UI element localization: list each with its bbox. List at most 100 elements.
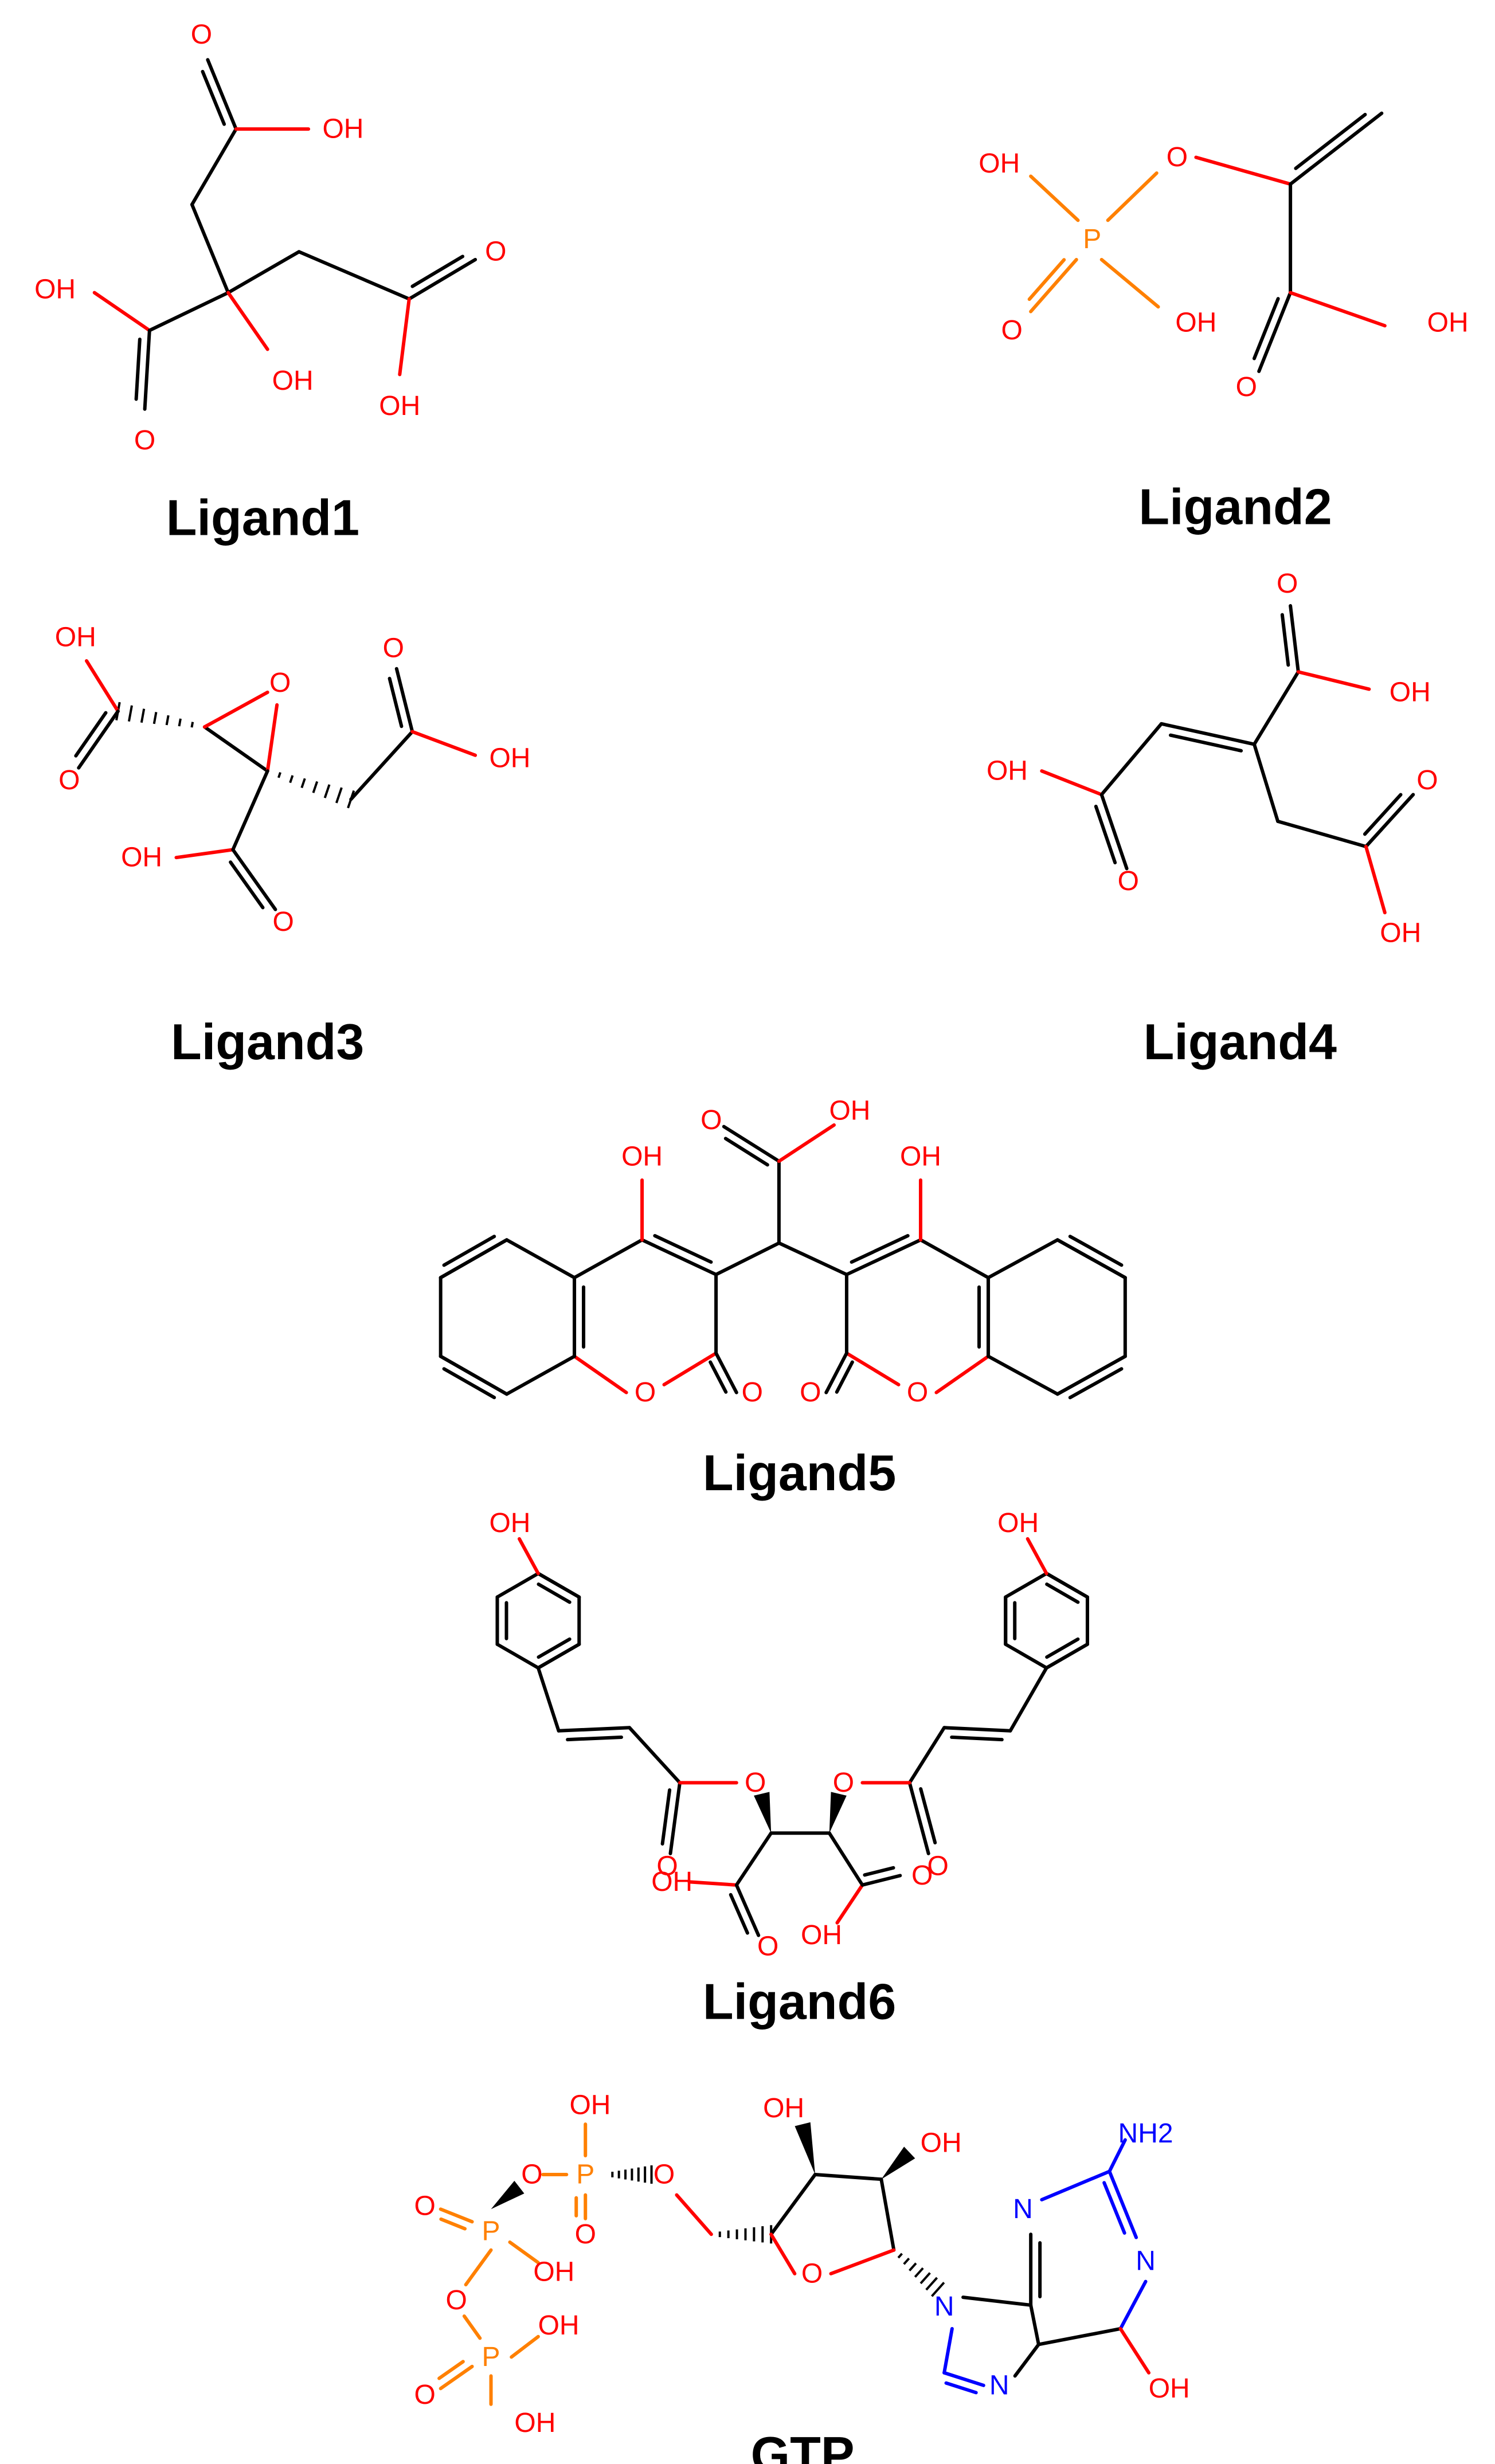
- bond-line: [769, 2232, 797, 2275]
- bond-line: [1118, 2279, 1148, 2330]
- wedge-bond: [881, 2146, 915, 2180]
- bond-line: [206, 58, 238, 131]
- bond-line: [536, 1572, 581, 1599]
- bond-line: [1040, 2169, 1112, 2201]
- atom-label-phosphorus: P: [576, 2159, 594, 2189]
- bond-line: [536, 1642, 581, 1670]
- bond-line: [517, 1537, 540, 1576]
- atom-label-phosphorus: P: [1083, 224, 1101, 254]
- atom-label-hydroxyl: OH: [489, 1508, 530, 1538]
- atom-label-oxygen: O: [745, 1768, 766, 1798]
- atom-label-hydroxyl: OH: [514, 2408, 555, 2438]
- bond-line: [1289, 111, 1384, 186]
- bond-line: [508, 2240, 540, 2265]
- double-bond-line: [442, 1235, 496, 1267]
- wedge-bond: [491, 2180, 525, 2210]
- hash-bond: [190, 722, 194, 728]
- double-bond-line: [537, 1637, 572, 1659]
- bond-line: [464, 2248, 493, 2287]
- hash-bond: [335, 787, 343, 804]
- atom-label-hydroxyl: OH: [379, 391, 420, 421]
- bond-line: [92, 291, 151, 332]
- bond-line: [231, 848, 277, 911]
- double-bond-line: [709, 1360, 728, 1394]
- bond-line: [1008, 1666, 1048, 1733]
- bond-line: [190, 127, 238, 206]
- atom-label-oxygen: O: [700, 1105, 722, 1135]
- hash-bond: [897, 2253, 903, 2259]
- bond-line: [640, 1238, 718, 1276]
- atom-label-oxygen: O: [653, 2159, 675, 2189]
- double-bond-line: [1168, 733, 1243, 753]
- hash-bond: [300, 778, 306, 789]
- bond-line: [1055, 1238, 1127, 1280]
- bond-line: [573, 1354, 628, 1394]
- bond-line: [190, 202, 230, 295]
- bond-line: [557, 1726, 632, 1733]
- hash-bond: [165, 715, 170, 726]
- double-bond-line: [1068, 1367, 1124, 1400]
- atom-label-oxygen: O: [927, 1851, 949, 1881]
- bond-line: [987, 1354, 1059, 1396]
- hash-bond: [152, 712, 158, 724]
- atom-label-hydroxyl: OH: [829, 1096, 870, 1126]
- structure-title: Ligand1: [166, 489, 359, 546]
- bond-line: [439, 2364, 474, 2391]
- double-bond-line: [1102, 2181, 1126, 2235]
- bond-line: [1106, 171, 1159, 222]
- bond-line: [1026, 1537, 1048, 1576]
- atom-label-oxygen: O: [414, 2380, 436, 2410]
- bond-line: [349, 730, 414, 801]
- atom-label-oxygen: O: [757, 1931, 778, 1961]
- bond-line: [907, 1781, 930, 1855]
- double-bond-line: [437, 2360, 465, 2380]
- hash-bond: [277, 771, 281, 778]
- bond-line: [813, 2172, 883, 2181]
- bond-line: [934, 1354, 991, 1394]
- hash-bond: [914, 2267, 924, 2278]
- wedge-bond: [754, 1792, 772, 1834]
- bond-line: [907, 1726, 946, 1785]
- bond-line: [1036, 2326, 1122, 2347]
- bond-line: [439, 1238, 508, 1280]
- hash-bond: [323, 784, 331, 798]
- bond-line: [462, 2314, 482, 2340]
- structure-title: Ligand3: [171, 1013, 364, 1070]
- double-bond-line: [229, 860, 265, 910]
- bond-line: [987, 1238, 1059, 1280]
- atom-label-oxygen: O: [635, 1377, 656, 1408]
- bond-line: [1029, 257, 1078, 314]
- double-bond-line: [723, 1137, 769, 1167]
- double-bond-line: [1045, 1637, 1080, 1659]
- bond-line: [961, 2295, 1033, 2307]
- bond-line: [202, 725, 269, 773]
- atom-label-oxygen: O: [907, 1377, 928, 1408]
- hash-bond: [919, 2272, 931, 2285]
- double-bond-line: [442, 1367, 496, 1400]
- atom-label-hydroxyl: OH: [1175, 307, 1216, 338]
- atom-label-oxygen: O: [742, 1377, 763, 1408]
- double-bond-line: [1027, 258, 1066, 301]
- bond-line: [827, 1831, 864, 1887]
- bond-line: [1013, 2342, 1040, 2378]
- bond-line: [439, 1354, 508, 1396]
- atom-label-oxygen: O: [801, 2258, 823, 2289]
- bond-line: [1160, 722, 1256, 746]
- bond-line: [714, 1351, 738, 1394]
- atom-label-hydroxyl: OH: [533, 2257, 574, 2287]
- hash-bond: [140, 708, 146, 723]
- atom-label-hydroxyl: OH: [272, 366, 314, 396]
- atom-label-oxygen: O: [269, 668, 291, 698]
- bond-line: [829, 2248, 896, 2275]
- bond-line: [231, 769, 269, 852]
- double-bond-line: [1363, 793, 1403, 836]
- atom-label-amine: NH2: [1118, 2118, 1173, 2149]
- bond-line: [394, 667, 414, 734]
- bond-line: [835, 1883, 864, 1925]
- bond-line: [147, 291, 230, 332]
- hash-bond: [931, 2282, 945, 2297]
